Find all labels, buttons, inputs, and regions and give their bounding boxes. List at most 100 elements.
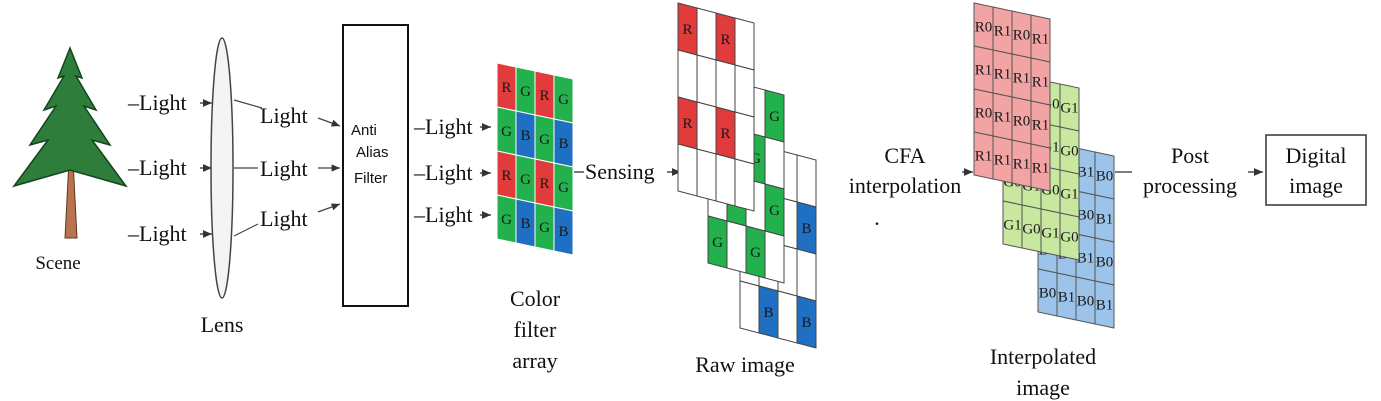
lens-ray-1b bbox=[317, 117, 341, 127]
interp-cell-label: R1 bbox=[975, 63, 993, 79]
scene-tree-icon bbox=[12, 45, 128, 239]
raw-cell-label: R bbox=[682, 116, 692, 132]
raw-cell-label: G bbox=[712, 235, 723, 251]
light-mid-1: Light bbox=[260, 103, 308, 128]
interp-cell-label: B0 bbox=[1077, 208, 1095, 224]
cfa-interp-label-2: interpolation bbox=[849, 173, 961, 198]
digital-label-2: image bbox=[1289, 173, 1343, 198]
interp-cell-label: R1 bbox=[1013, 71, 1031, 87]
interp-cell-label: B0 bbox=[1077, 294, 1095, 310]
light-in-3: –Light bbox=[127, 221, 187, 246]
interp-cell-label: G0 bbox=[1060, 230, 1078, 246]
interp-cell bbox=[1059, 212, 1080, 261]
raw-image-layers: BBBBGGGGGGGGRRRR bbox=[677, 2, 817, 349]
light-in-2: –Light bbox=[127, 155, 187, 180]
raw-cell bbox=[734, 111, 755, 165]
raw-cell bbox=[677, 143, 698, 197]
raw-cell-label: G bbox=[769, 203, 780, 219]
cfa-cell-label: G bbox=[539, 220, 550, 236]
cfa-cell-label: G bbox=[558, 92, 569, 108]
lens-ray-3a bbox=[233, 223, 259, 237]
interp-cell-label: R1 bbox=[1032, 32, 1050, 48]
interp-cell-label: G0 bbox=[1022, 222, 1040, 238]
interp-cell-label: R0 bbox=[975, 20, 993, 36]
interp-cell-label: G1 bbox=[1003, 218, 1021, 234]
interp-label-1: Interpolated bbox=[990, 344, 1096, 369]
raw-cell-label: R bbox=[682, 22, 692, 38]
raw-cell bbox=[739, 280, 760, 334]
interp-cell-label: R1 bbox=[1013, 157, 1031, 173]
raw-cell bbox=[764, 136, 785, 190]
cfa-interp-label-1: CFA bbox=[884, 143, 925, 168]
post-label-1: Post bbox=[1171, 143, 1209, 168]
light-out-1: –Light bbox=[413, 114, 473, 139]
interp-cell-label: B1 bbox=[1096, 212, 1114, 228]
interp-cell-label: B0 bbox=[1039, 286, 1057, 302]
cfa-cell-label: R bbox=[539, 88, 549, 104]
post-label-2: processing bbox=[1143, 173, 1237, 198]
interp-cell-label: R1 bbox=[994, 153, 1012, 169]
raw-cell bbox=[715, 153, 736, 207]
raw-cell-label: B bbox=[763, 305, 773, 321]
lens-ray-3b bbox=[317, 203, 341, 213]
raw-cell bbox=[696, 54, 717, 108]
interp-cell-label: B0 bbox=[1096, 255, 1114, 271]
raw-cell-label: R bbox=[720, 126, 730, 142]
interp-cell-label: R1 bbox=[1032, 161, 1050, 177]
interp-cell-label: R0 bbox=[975, 106, 993, 122]
interp-cell-label: R1 bbox=[994, 110, 1012, 126]
cfa-cell-label: G bbox=[501, 124, 512, 140]
raw-cell-label: B bbox=[801, 315, 811, 331]
scene-label: Scene bbox=[35, 253, 80, 274]
light-in-1: –Light bbox=[127, 90, 187, 115]
raw-cell-label: G bbox=[769, 109, 780, 125]
interp-cell-label: R0 bbox=[1013, 28, 1031, 44]
light-out-3: –Light bbox=[413, 202, 473, 227]
interp-cell-label: R1 bbox=[975, 149, 993, 165]
interp-cell-label: B1 bbox=[1077, 165, 1095, 181]
raw-cell bbox=[696, 101, 717, 155]
raw-cell bbox=[726, 220, 747, 274]
cfa-cell bbox=[553, 206, 574, 256]
cfa-cell-label: G bbox=[558, 180, 569, 196]
raw-cell bbox=[796, 295, 817, 349]
cfa-label-3: array bbox=[512, 348, 557, 373]
light-mid-3: Light bbox=[260, 206, 308, 231]
interp-cell-label: R1 bbox=[1032, 75, 1050, 91]
raw-cell-label: G bbox=[750, 151, 761, 167]
cfa-label-1: Color bbox=[510, 286, 561, 311]
interp-cell-label: R1 bbox=[994, 67, 1012, 83]
raw-cell bbox=[796, 154, 817, 208]
interp-cell-label: R1 bbox=[1032, 118, 1050, 134]
light-out-2: –Light bbox=[413, 160, 473, 185]
cfa-cell-label: B bbox=[558, 224, 568, 240]
cfa-cell-label: G bbox=[520, 84, 531, 100]
raw-cell bbox=[777, 290, 798, 344]
filter-label-2: Alias bbox=[356, 144, 389, 161]
lens-label: Lens bbox=[201, 312, 244, 337]
interp-cell-label: R1 bbox=[994, 24, 1012, 40]
interp-cell bbox=[1030, 143, 1051, 192]
interp-cell-label: B1 bbox=[1096, 298, 1114, 314]
raw-cell bbox=[696, 148, 717, 202]
anti-alias-filter-box bbox=[342, 24, 409, 307]
interp-cell-label: G1 bbox=[1041, 226, 1059, 242]
interp-cell-label: G1 bbox=[1060, 187, 1078, 203]
filter-label-1: Anti bbox=[351, 122, 377, 139]
raw-cell bbox=[696, 7, 717, 61]
filter-label-3: Filter bbox=[354, 170, 387, 187]
cfa-cell-label: R bbox=[501, 80, 511, 96]
interp-cell bbox=[1094, 280, 1115, 329]
cfa-cell-label: B bbox=[520, 216, 530, 232]
raw-cell bbox=[796, 248, 817, 302]
raw-image-label: Raw image bbox=[695, 352, 795, 377]
raw-cell-label: G bbox=[750, 245, 761, 261]
cfa-label-2: filter bbox=[514, 317, 557, 342]
cfa-cell-label: G bbox=[520, 172, 531, 188]
cfa-cell-label: G bbox=[501, 212, 512, 228]
interp-cell-label: B0 bbox=[1096, 169, 1114, 185]
cfa-cell-label: B bbox=[558, 136, 568, 152]
